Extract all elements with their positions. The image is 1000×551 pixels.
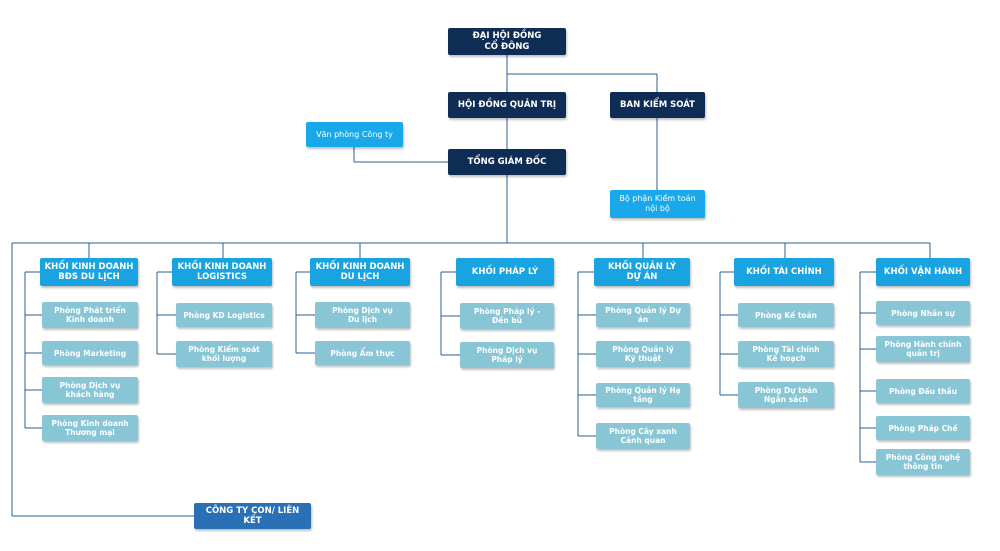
block-legal[interactable]: KHỐI PHÁP LÝ (456, 258, 554, 286)
dept-legal-service[interactable]: Phòng Dịch vụ Pháp lý (460, 342, 554, 368)
dept-accounting[interactable]: Phòng Kế toán (738, 303, 834, 327)
block-tourism-real-estate[interactable]: KHỐI KINH DOANH BĐS DU LỊCH (40, 258, 138, 286)
dept-kd-logistics[interactable]: Phòng KD Logistics (176, 303, 272, 327)
dept-infrastructure-management[interactable]: Phòng Quản lý Hạ tầng (596, 383, 690, 407)
subsidiary-box[interactable]: CÔNG TY CON/ LIÊN KẾT (194, 503, 311, 529)
dept-budget-estimation[interactable]: Phòng Dự toán Ngân sách (738, 382, 834, 408)
dept-finance-planning[interactable]: Phòng Tài chính Kế hoạch (738, 341, 834, 367)
dept-legal-compensation[interactable]: Phòng Pháp lý - Đền bù (460, 303, 554, 329)
dept-business-development[interactable]: Phòng Phát triển Kinh doanh (42, 302, 138, 328)
company-office-box[interactable]: Văn phòng Công ty (306, 122, 403, 147)
block-finance[interactable]: KHỐI TÀI CHÍNH (734, 258, 834, 286)
dept-administration[interactable]: Phòng Hành chính quản trị (876, 336, 970, 362)
supervisory-box[interactable]: BAN KIỂM SOÁT (610, 92, 705, 118)
block-project-management[interactable]: KHỐI QUẢN LÝ DỰ ÁN (594, 258, 690, 286)
block-operations[interactable]: KHỐI VẬN HÀNH (876, 258, 970, 286)
dept-customer-service[interactable]: Phòng Dịch vụ khách hàng (42, 377, 138, 403)
dept-marketing[interactable]: Phòng Marketing (42, 341, 138, 365)
dept-information-technology[interactable]: Phòng Công nghệ thông tin (876, 449, 970, 475)
dept-cuisine[interactable]: Phòng Ẩm thực (315, 341, 410, 365)
dept-tourism-service[interactable]: Phòng Dịch vụ Du lịch (315, 302, 410, 328)
dept-human-resources[interactable]: Phòng Nhân sự (876, 301, 970, 325)
dept-technical-management[interactable]: Phòng Quản lý Kỹ thuật (596, 341, 690, 367)
dept-landscape[interactable]: Phòng Cây xanh Cảnh quan (596, 423, 690, 449)
shareholders-box[interactable]: ĐẠI HỘI ĐỒNG CỔ ĐÔNG (448, 28, 566, 55)
ceo-box[interactable]: TỔNG GIÁM ĐỐC (448, 149, 566, 175)
board-box[interactable]: HỘI ĐỒNG QUẢN TRỊ (448, 92, 566, 118)
block-logistics[interactable]: KHỐI KINH DOANH LOGISTICS (172, 258, 272, 286)
dept-commercial-business[interactable]: Phòng Kinh doanh Thương mại (42, 415, 138, 441)
dept-bidding[interactable]: Phòng Đấu thầu (876, 379, 970, 403)
dept-volume-control[interactable]: Phòng Kiểm soát khối lượng (176, 341, 272, 367)
dept-legal-affairs[interactable]: Phòng Pháp Chế (876, 416, 970, 440)
block-tourism[interactable]: KHỐI KINH DOANH DU LỊCH (310, 258, 410, 286)
internal-audit-box[interactable]: Bộ phận Kiểm toán nội bộ (610, 190, 705, 218)
dept-project-management[interactable]: Phòng Quản lý Dự án (596, 303, 690, 327)
